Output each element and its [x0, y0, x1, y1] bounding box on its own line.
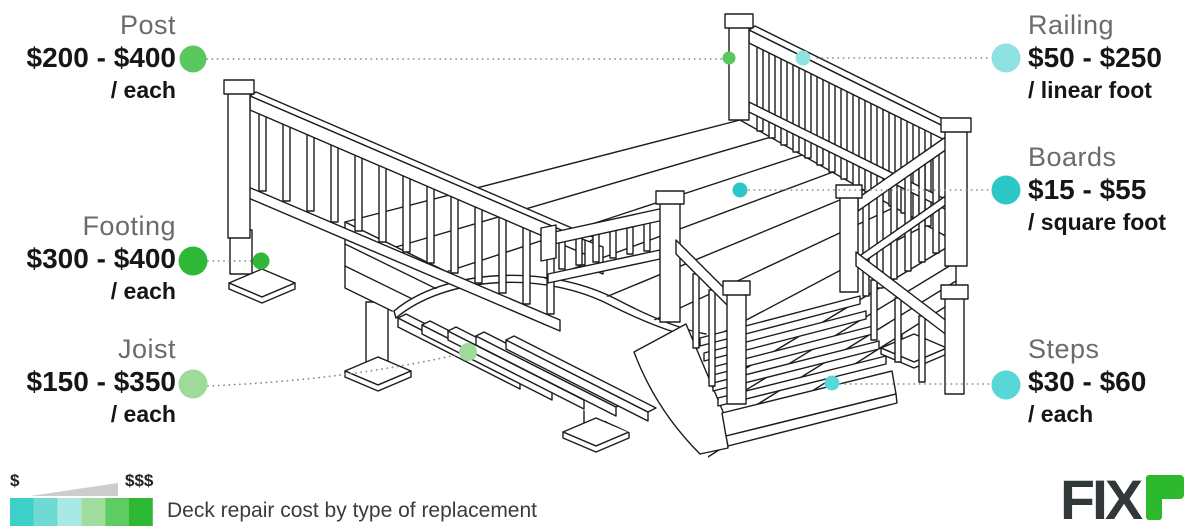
legend-swatch-1	[10, 498, 34, 526]
legend-max-symbol: $$$	[125, 471, 154, 490]
joist-name: Joist	[117, 334, 176, 364]
footing-unit: / each	[110, 278, 176, 304]
footing-price: $300 - $400	[26, 243, 176, 274]
joist-price: $150 - $350	[26, 366, 176, 397]
footing-label-dot	[178, 246, 208, 276]
deck-left-railing	[223, 79, 604, 332]
deck-joist-cutaway	[392, 274, 708, 470]
boards-name: Boards	[1028, 142, 1117, 172]
railing-unit: / linear foot	[1028, 77, 1152, 103]
steps-price: $30 - $60	[1028, 366, 1147, 397]
legend-swatch-2	[33, 498, 58, 526]
post-label: Post $200 - $400 / each	[0, 10, 176, 105]
joist-label: Joist $150 - $350 / each	[0, 334, 176, 429]
legend-caption: Deck repair cost by type of replacement	[167, 499, 538, 522]
legend-swatch-6	[129, 498, 153, 526]
joist-label-dot	[178, 369, 208, 399]
steps-label: Steps $30 - $60 / each	[1028, 334, 1200, 429]
railing-price: $50 - $250	[1028, 42, 1162, 73]
boards-label-dot	[991, 175, 1021, 205]
footing-label: Footing $300 - $400 / each	[0, 211, 176, 306]
legend-swatch-4	[81, 498, 106, 526]
post-target-dot	[722, 51, 736, 65]
post-price: $200 - $400	[26, 42, 176, 73]
railing-name: Railing	[1028, 10, 1115, 40]
boards-price: $15 - $55	[1028, 174, 1147, 205]
railing-target-dot	[795, 50, 811, 66]
deck-right-railing	[835, 117, 972, 297]
deck-stairs	[633, 239, 969, 455]
railing-label: Railing $50 - $250 / linear foot	[1028, 10, 1200, 105]
railing-label-dot	[991, 43, 1021, 73]
fixr-logo: FIX	[1060, 474, 1184, 524]
legend-swatch-5	[105, 498, 129, 526]
post-label-dot	[179, 45, 207, 73]
footing-target-dot	[252, 252, 270, 270]
fixr-logo-r-icon	[1146, 475, 1184, 520]
steps-target-dot	[824, 375, 840, 391]
joist-leader-line	[207, 353, 462, 387]
leader-lines	[206, 57, 992, 387]
fixr-logo-text: FIX	[1060, 474, 1143, 524]
boards-label: Boards $15 - $55 / square foot	[1028, 142, 1200, 237]
joist-target-dot	[459, 343, 477, 361]
steps-unit: / each	[1028, 401, 1094, 427]
joist-unit: / each	[110, 401, 176, 427]
steps-name: Steps	[1028, 334, 1100, 364]
boards-unit: / square foot	[1028, 209, 1167, 235]
legend-color-scale	[10, 498, 153, 526]
steps-label-dot	[991, 370, 1021, 400]
legend-swatch-3	[57, 498, 82, 526]
deck-center-railing	[540, 190, 685, 323]
post-name: Post	[119, 10, 176, 40]
footing-name: Footing	[82, 211, 176, 241]
post-unit: / each	[110, 77, 176, 103]
legend-min-symbol: $	[10, 471, 20, 490]
boards-target-dot	[732, 182, 748, 198]
legend-wedge	[30, 483, 118, 496]
